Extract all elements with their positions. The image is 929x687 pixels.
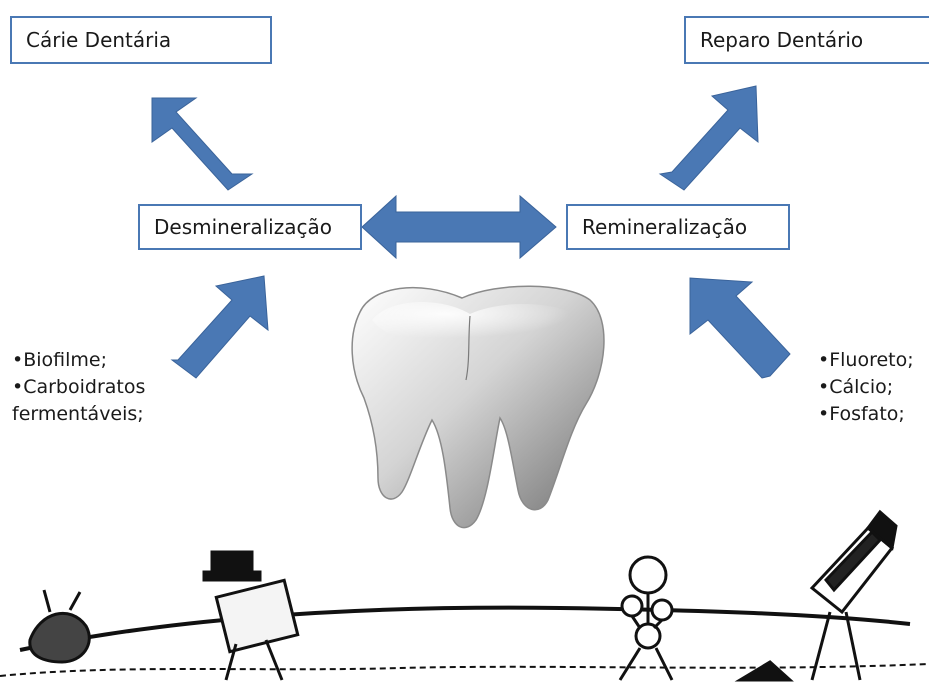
carie-dentaria-label: Cárie Dentária [26,30,171,50]
list-item: •Fosfato; [818,401,914,428]
arrow-from-right-factors [690,278,790,378]
desmineralizacao-label: Desmineralização [154,217,332,237]
list-item: •Cálcio; [818,374,914,401]
molar-tooth-icon [352,286,604,527]
arrow-to-carie [152,98,252,190]
reparo-dentario-label: Reparo Dentário [700,30,863,50]
arrow-to-reparo [660,86,758,190]
desmineralizacao-box: Desmineralização [138,204,362,250]
reparo-dentario-box: Reparo Dentário [684,16,929,64]
list-item: fermentáveis; [12,401,145,428]
double-arrow-balance [362,196,556,258]
remineralizacao-label: Remineralização [582,217,747,237]
list-item: •Biofilme; [12,347,145,374]
demineralization-factors-list: •Biofilme; •Carboidratos fermentáveis; [12,347,145,428]
carie-dentaria-box: Cárie Dentária [10,16,272,64]
list-item: •Carboidratos [12,374,145,401]
remineralizacao-box: Remineralização [566,204,790,250]
list-item: •Fluoreto; [818,347,914,374]
remineralization-factors-list: •Fluoreto; •Cálcio; •Fosfato; [818,347,914,428]
arrow-from-left-factors [172,276,268,378]
tug-of-war-cartoon [0,512,929,680]
